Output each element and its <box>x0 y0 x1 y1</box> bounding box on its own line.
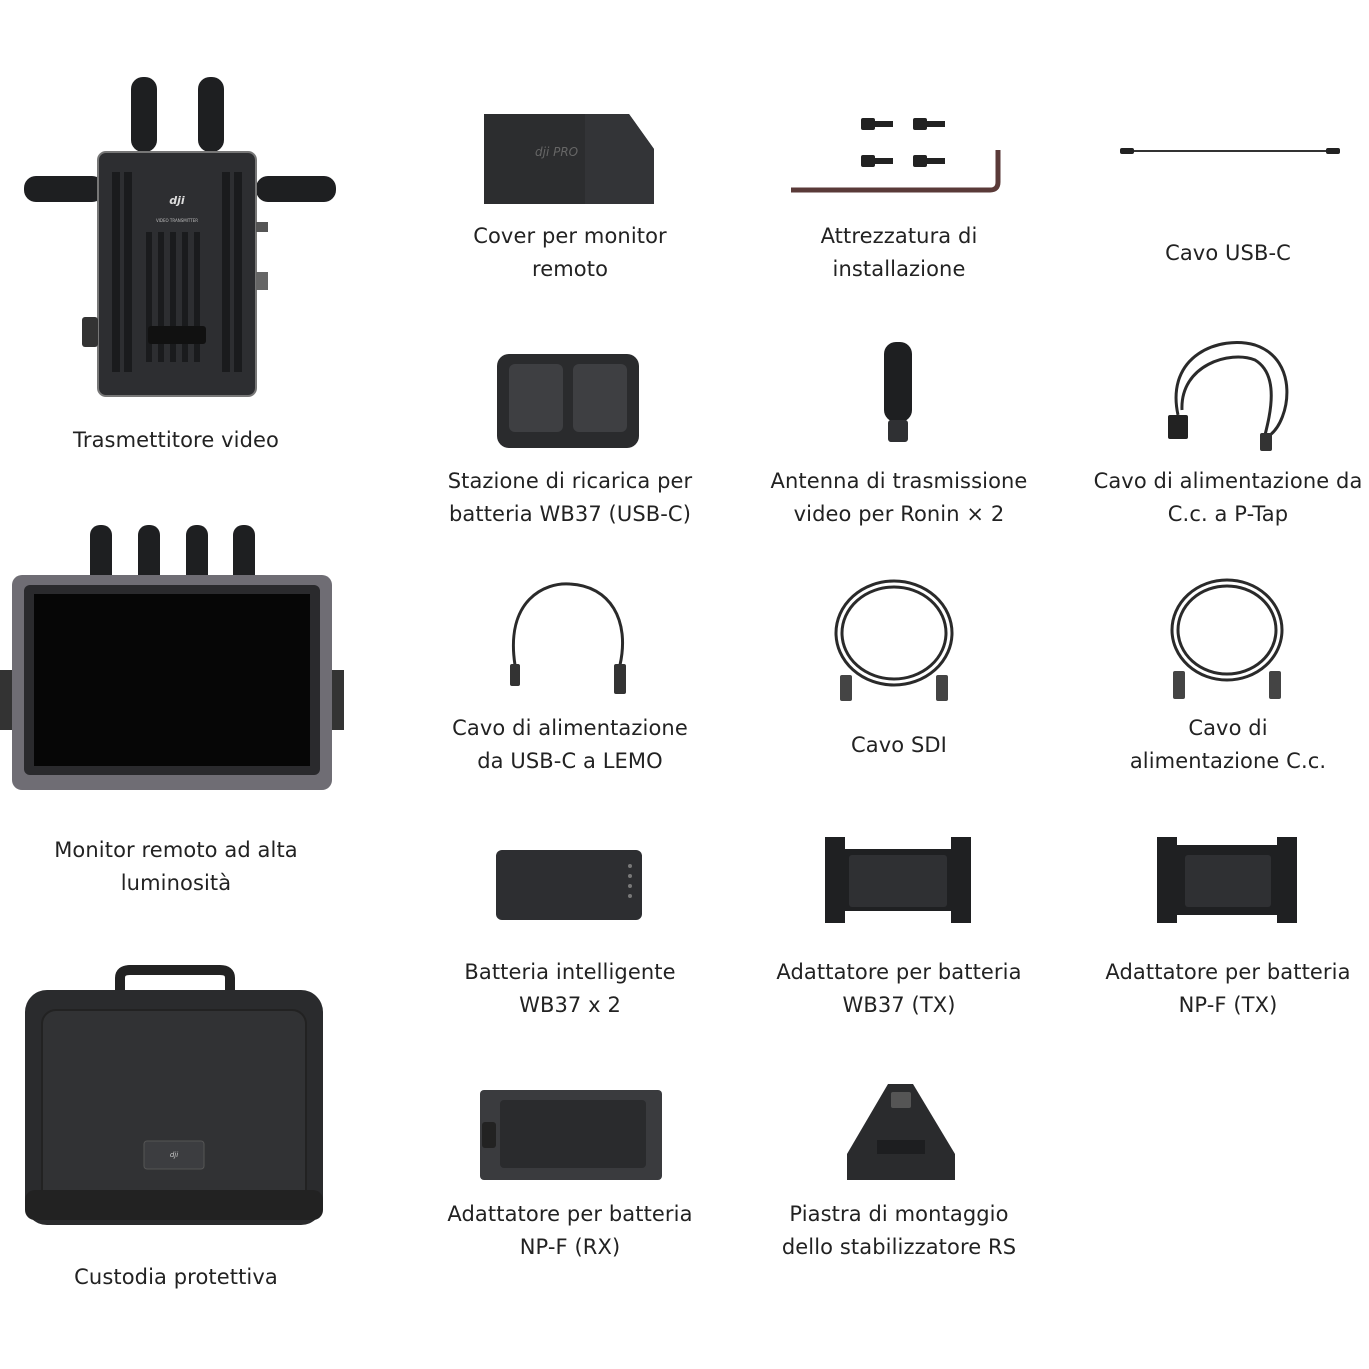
caption: Cavo di alimentazione da C.c. a P-Tap <box>1093 469 1363 526</box>
caption: Cavo di alimentazione da USB-C a LEMO <box>452 716 688 773</box>
caption: Adattatore per batteria WB37 (TX) <box>776 960 1022 1017</box>
dc-power-cable-image <box>1170 578 1284 699</box>
caption: Cavo SDI <box>851 733 947 757</box>
caption: Monitor remoto ad alta luminosità <box>54 838 298 895</box>
dji-logo: dji <box>170 1151 178 1159</box>
caption: Stazione di ricarica per batteria WB37 (… <box>447 469 693 526</box>
caption: Batteria intelligente WB37 x 2 <box>464 960 676 1017</box>
remote-monitor-image <box>0 525 344 790</box>
dji-logo: dji <box>169 194 185 207</box>
dji-pro-logo: dji PRO <box>535 145 578 159</box>
npf-tx-adapter-image <box>1157 837 1297 923</box>
caption: Cavo di alimentazione C.c. <box>1129 716 1327 773</box>
charging-hub-image <box>497 354 639 448</box>
caption: Adattatore per batteria NP-F (TX) <box>1105 960 1351 1017</box>
caption: Attrezzatura di installazione <box>820 224 978 281</box>
caption: Cavo USB-C <box>1165 241 1291 265</box>
dc-ptap-cable-image <box>1168 341 1289 451</box>
video-transmitter-image: dji VIDEO TRANSMITTER <box>24 77 336 397</box>
wb37-adapter-image <box>825 837 971 923</box>
npf-rx-adapter-image <box>480 1090 662 1180</box>
caption: Cover per monitor remoto <box>473 224 667 281</box>
sdi-cable-image <box>834 579 954 701</box>
rs-mounting-plate-image <box>847 1084 955 1180</box>
caption: Adattatore per batteria NP-F (RX) <box>447 1202 693 1259</box>
caption: Antenna di trasmissione video per Ronin … <box>770 469 1028 526</box>
usb-c-cable-image <box>1120 148 1340 154</box>
caption: Custodia protettiva <box>74 1265 278 1289</box>
antenna-image <box>884 342 912 442</box>
battery-image <box>496 850 642 920</box>
usb-c-lemo-cable-image <box>510 582 626 694</box>
monitor-hood-image: dji PRO <box>484 114 654 204</box>
protective-case-image: dji <box>25 965 323 1225</box>
product-label: VIDEO TRANSMITTER <box>156 218 198 223</box>
screws-and-hex-key-image <box>791 118 1001 193</box>
caption: Piastra di montaggio dello stabilizzator… <box>781 1202 1017 1259</box>
caption: Trasmettitore video <box>73 428 279 452</box>
